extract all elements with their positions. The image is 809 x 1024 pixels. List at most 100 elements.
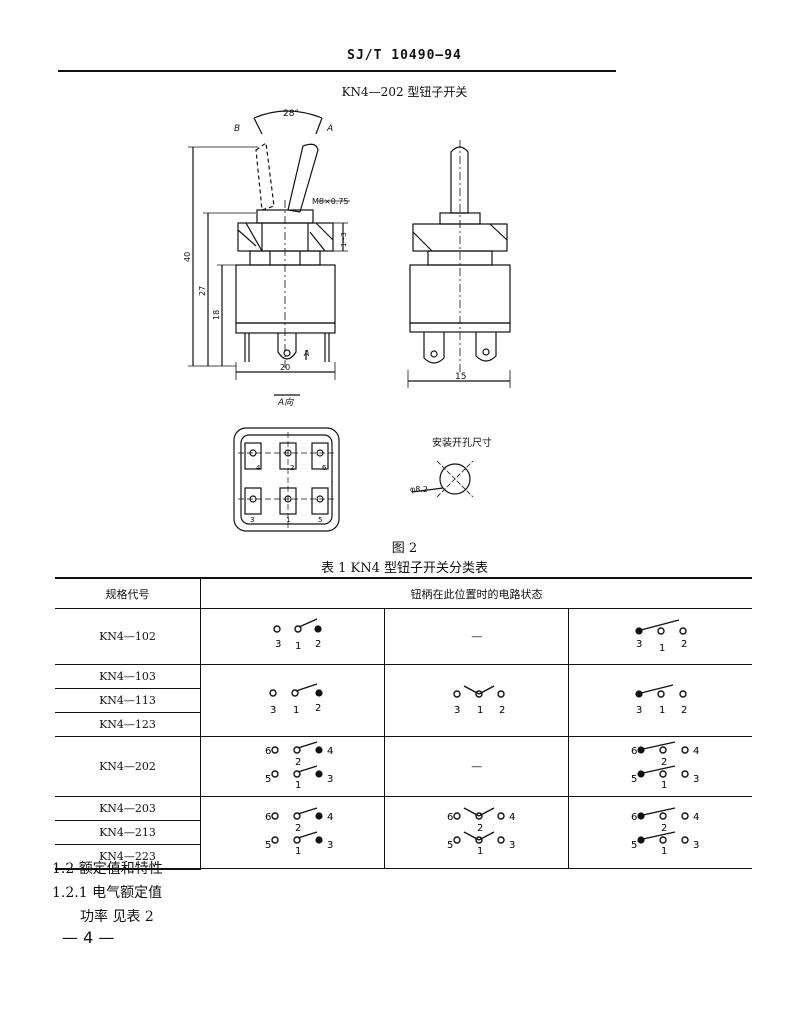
terminal-2: 2 [290, 464, 294, 472]
svg-text:4: 4 [327, 812, 333, 823]
code-kn4-202: KN4—202 [55, 736, 201, 797]
state-cell: 3 1 2 [199, 608, 385, 665]
section-1-2-1: 1.2.1 电气额定值 [52, 885, 163, 901]
state-cell: — [384, 608, 569, 665]
code-kn4-103: KN4—103 [55, 664, 201, 689]
svg-text:6: 6 [265, 812, 271, 823]
svg-text:5: 5 [631, 774, 637, 785]
code-kn4-102: KN4—102 [55, 608, 201, 665]
section-1-2: 1.2 额定值和特性 [52, 861, 163, 877]
circuit-double3-right: 6 2 4 5 1 3 [265, 807, 333, 857]
section-power-note: 功率 见表 2 [80, 909, 154, 925]
terminal-6: 6 [322, 464, 327, 472]
mount-hole-title: 安装开孔尺寸 [432, 436, 492, 449]
standard-header: SJ/T 10490—94 [347, 48, 462, 63]
svg-text:2: 2 [681, 639, 687, 650]
terminal-lug [277, 333, 297, 360]
bottom-view-outline [233, 427, 340, 532]
svg-text:4: 4 [509, 812, 515, 823]
svg-text:3: 3 [275, 639, 281, 650]
svg-text:3: 3 [693, 840, 699, 851]
switch-classification-table: 规格代号 钮柄在此位置时的电路状态 KN4—102 3 1 2 — [55, 577, 752, 870]
svg-text:5: 5 [265, 774, 271, 785]
angle-arc [253, 110, 323, 119]
code-kn4-223: KN4—223 [55, 844, 201, 870]
label-b: B [234, 124, 240, 134]
lever-position-a [287, 143, 319, 213]
svg-text:5: 5 [265, 840, 271, 851]
svg-text:3: 3 [636, 705, 642, 716]
switch-body [235, 264, 336, 324]
state-cell: 3 1 2 [568, 664, 752, 737]
code-kn4-213: KN4—213 [55, 820, 201, 845]
circuit-single-closed-left: 3 1 2 [635, 619, 687, 654]
terminal-3: 3 [250, 516, 254, 524]
svg-text:3: 3 [454, 705, 460, 716]
state-cell: 3 1 2 [199, 664, 385, 737]
svg-text:2: 2 [295, 757, 301, 768]
dim-15: 15 [455, 372, 466, 382]
svg-text:2: 2 [681, 705, 687, 716]
svg-text:1: 1 [477, 846, 483, 857]
circuit-single-open-right: 3 1 2 [272, 618, 322, 652]
svg-text:3: 3 [327, 840, 333, 851]
thread-label: M8×0.75 [312, 197, 349, 206]
col-header-code: 规格代号 [55, 577, 201, 609]
svg-text:2: 2 [499, 705, 505, 716]
dim-40: 40 [183, 252, 192, 262]
figure-title: KN4—202 型钮子开关 [341, 85, 468, 99]
svg-text:1: 1 [661, 846, 667, 857]
dim-plate: 1~3 [340, 232, 348, 247]
svg-text:1: 1 [659, 643, 665, 654]
code-kn4-113: KN4—113 [55, 688, 201, 713]
angle-label: 28° [283, 109, 299, 119]
svg-text:2: 2 [315, 639, 321, 650]
svg-text:4: 4 [693, 746, 699, 757]
svg-text:2: 2 [477, 823, 483, 834]
side-lever [450, 146, 469, 214]
circuit-single-center: 3 1 2 [452, 685, 505, 716]
circuit-double-right: 6 2 4 5 1 3 [265, 741, 333, 791]
svg-text:6: 6 [265, 746, 271, 757]
svg-text:1: 1 [295, 780, 301, 791]
svg-text:1: 1 [293, 705, 299, 716]
svg-text:6: 6 [631, 812, 637, 823]
code-kn4-123: KN4—123 [55, 712, 201, 737]
svg-text:1: 1 [659, 705, 665, 716]
svg-text:3: 3 [270, 705, 276, 716]
mounting-plate [237, 222, 334, 252]
svg-text:6: 6 [631, 746, 637, 757]
svg-text:4: 4 [327, 746, 333, 757]
dim-20: 20 [280, 363, 290, 372]
state-cell: 6 2 4 5 1 3 [199, 796, 385, 869]
state-cell: 6 2 4 5 1 3 [384, 796, 569, 869]
state-cell: 3 1 2 [568, 608, 752, 665]
circuit-single-left: 3 1 2 [635, 684, 687, 716]
state-cell: 6 2 4 5 1 3 [568, 796, 752, 869]
svg-text:2: 2 [295, 823, 301, 834]
terminal-4: 4 [256, 464, 261, 472]
svg-text:3: 3 [636, 639, 642, 650]
circuit-double-left: 6 2 4 5 1 3 [631, 741, 699, 791]
state-cell: 6 2 4 5 1 3 [568, 736, 752, 797]
view-label: A向 [277, 397, 294, 408]
mount-hole-dim: φ8.2 [410, 485, 428, 494]
svg-text:1: 1 [295, 641, 301, 652]
svg-text:4: 4 [693, 812, 699, 823]
svg-text:1: 1 [661, 780, 667, 791]
svg-text:5: 5 [447, 840, 453, 851]
svg-text:2: 2 [315, 703, 321, 714]
circuit-double3-left: 6 2 4 5 1 3 [631, 807, 699, 857]
circuit-double3-center: 6 2 4 5 1 3 [447, 807, 515, 857]
col-header-state: 钮柄在此位置时的电路状态 [200, 577, 752, 609]
svg-text:5: 5 [631, 840, 637, 851]
table-title: 表 1 KN4 型钮子开关分类表 [320, 561, 489, 576]
terminal-1: 1 [286, 516, 290, 524]
header-rule [58, 70, 616, 72]
svg-text:3: 3 [509, 840, 515, 851]
toggle-switch-drawing: 28° B A M8×0.75 40 27 18 1~3 20 15 A A向 … [183, 109, 511, 532]
terminal-5: 5 [318, 516, 322, 524]
svg-text:1: 1 [477, 705, 483, 716]
page-number: — 4 — [62, 928, 115, 947]
label-a: A [326, 124, 333, 134]
